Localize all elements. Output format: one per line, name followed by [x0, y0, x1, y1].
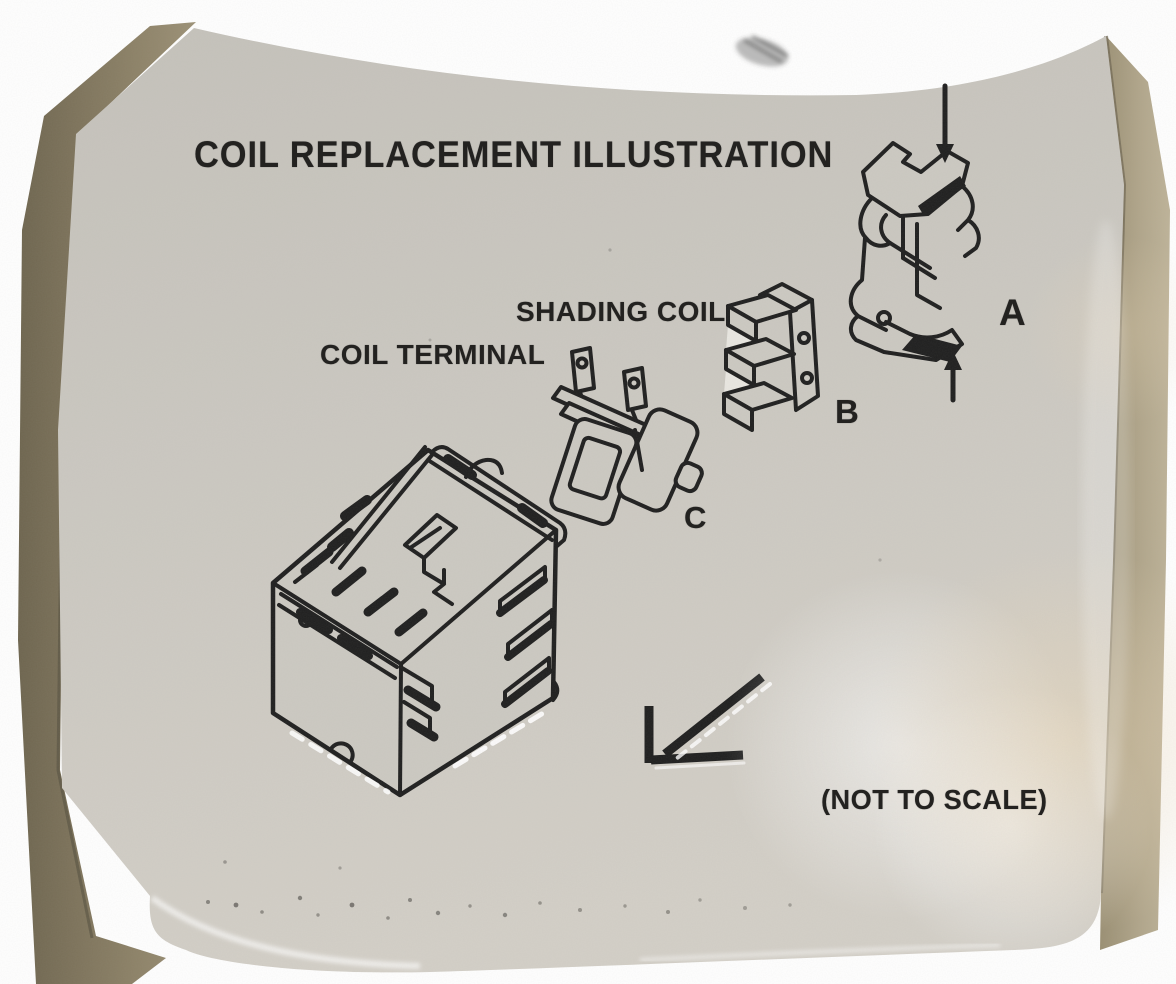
not-to-scale-label: (NOT TO SCALE): [821, 784, 1048, 815]
part-label-a: A: [999, 292, 1026, 333]
coil-terminal-label: COIL TERMINAL: [320, 339, 546, 370]
part-label-b: B: [835, 393, 859, 430]
illustration-title: COIL REPLACEMENT ILLUSTRATION: [194, 134, 834, 175]
shading-coil-label: SHADING COIL: [516, 296, 726, 327]
part-label-c: C: [684, 500, 707, 535]
